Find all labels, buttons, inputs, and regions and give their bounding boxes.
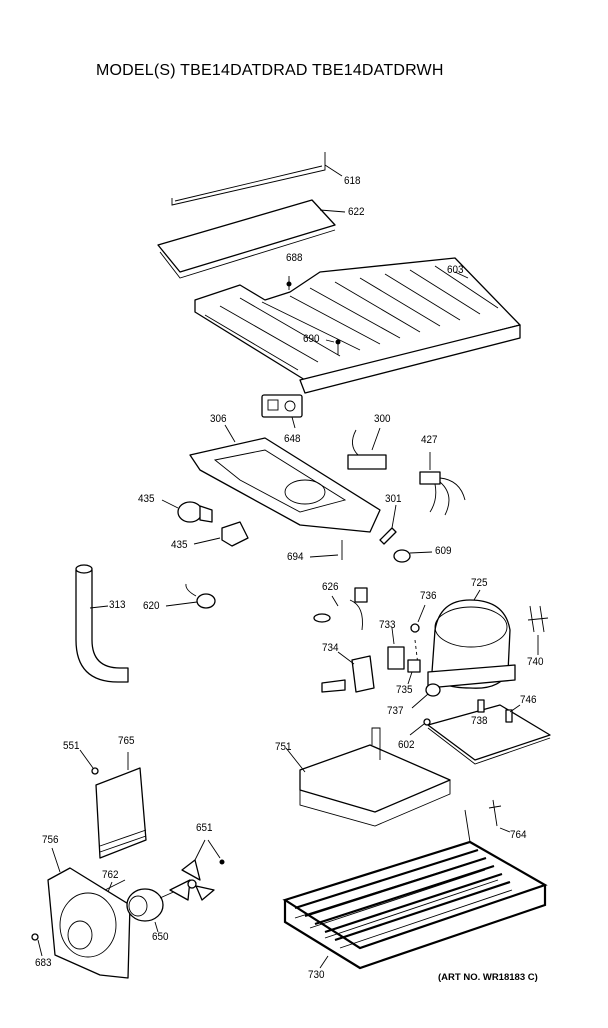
label-688: 688 [286,252,303,264]
part-618-rod [171,152,343,206]
part-740-clip [527,605,549,655]
part-551-clip [79,749,99,775]
part-730-condenser [282,809,548,970]
label-300: 300 [374,413,391,425]
label-622: 622 [348,206,365,218]
part-765-panel [95,752,147,859]
part-734-relay-cover [321,651,375,693]
label-648: 648 [284,433,301,445]
label-603: 603 [447,264,464,276]
part-300-switch [347,427,387,470]
label-736: 736 [420,590,437,602]
part-725-compressor [427,589,516,689]
part-435-socket [193,521,249,547]
part-306-housing [189,424,381,533]
label-694: 694 [287,551,304,563]
part-648-thermostat [261,394,303,429]
label-764: 764 [510,829,527,841]
label-690: 690 [303,333,320,345]
part-301-pin [379,504,397,545]
label-651: 651 [196,822,213,834]
part-764-clamp [488,799,511,833]
part-626-overload [313,587,368,631]
part-609-bushing [393,549,433,563]
art-number: (ART NO. WR18183 C) [438,972,538,983]
label-618: 618 [344,175,361,187]
label-551: 551 [63,740,80,752]
part-762-bracket [104,879,126,893]
label-746: 746 [520,694,537,706]
part-427-connector [419,452,466,516]
label-740: 740 [527,656,544,668]
label-435-socket: 435 [171,539,188,551]
label-730: 730 [308,969,325,981]
label-737: 737 [387,705,404,717]
label-725: 725 [471,577,488,589]
part-313-drain-tube [75,564,129,683]
part-651-fan-blade [169,839,225,901]
label-734: 734 [322,642,339,654]
part-751-drain-pan [285,727,451,827]
label-735: 735 [396,684,413,696]
label-738: 738 [471,715,488,727]
part-756-shroud [47,847,131,979]
label-650: 650 [152,931,169,943]
part-603-shelf [194,257,521,394]
label-609: 609 [435,545,452,557]
part-735-capacitor [407,659,421,685]
label-733: 733 [379,619,396,631]
label-602: 602 [398,739,415,751]
part-736-grommet [410,604,426,666]
part-683-screw [31,933,43,957]
part-650-fan-motor [126,888,179,933]
label-626: 626 [322,581,339,593]
part-737-grommet [411,683,441,709]
label-301: 301 [385,493,402,505]
label-306: 306 [210,413,227,425]
part-694-screw [309,540,343,560]
part-733-relay [387,627,405,670]
page-title: MODEL(S) TBE14DATDRAD TBE14DATDRWH [96,62,444,79]
label-427: 427 [421,434,438,446]
part-746-base-plate [427,699,551,765]
label-313: 313 [109,599,126,611]
part-602-screw [409,718,431,736]
part-435-bulb [161,499,213,523]
label-620: 620 [143,600,160,612]
label-435-bulb: 435 [138,493,155,505]
label-756: 756 [42,834,59,846]
label-683: 683 [35,957,52,969]
label-762: 762 [102,869,119,881]
part-622-channel [157,199,346,279]
part-620-grommet [165,583,216,609]
label-765: 765 [118,735,135,747]
label-751: 751 [275,741,292,753]
